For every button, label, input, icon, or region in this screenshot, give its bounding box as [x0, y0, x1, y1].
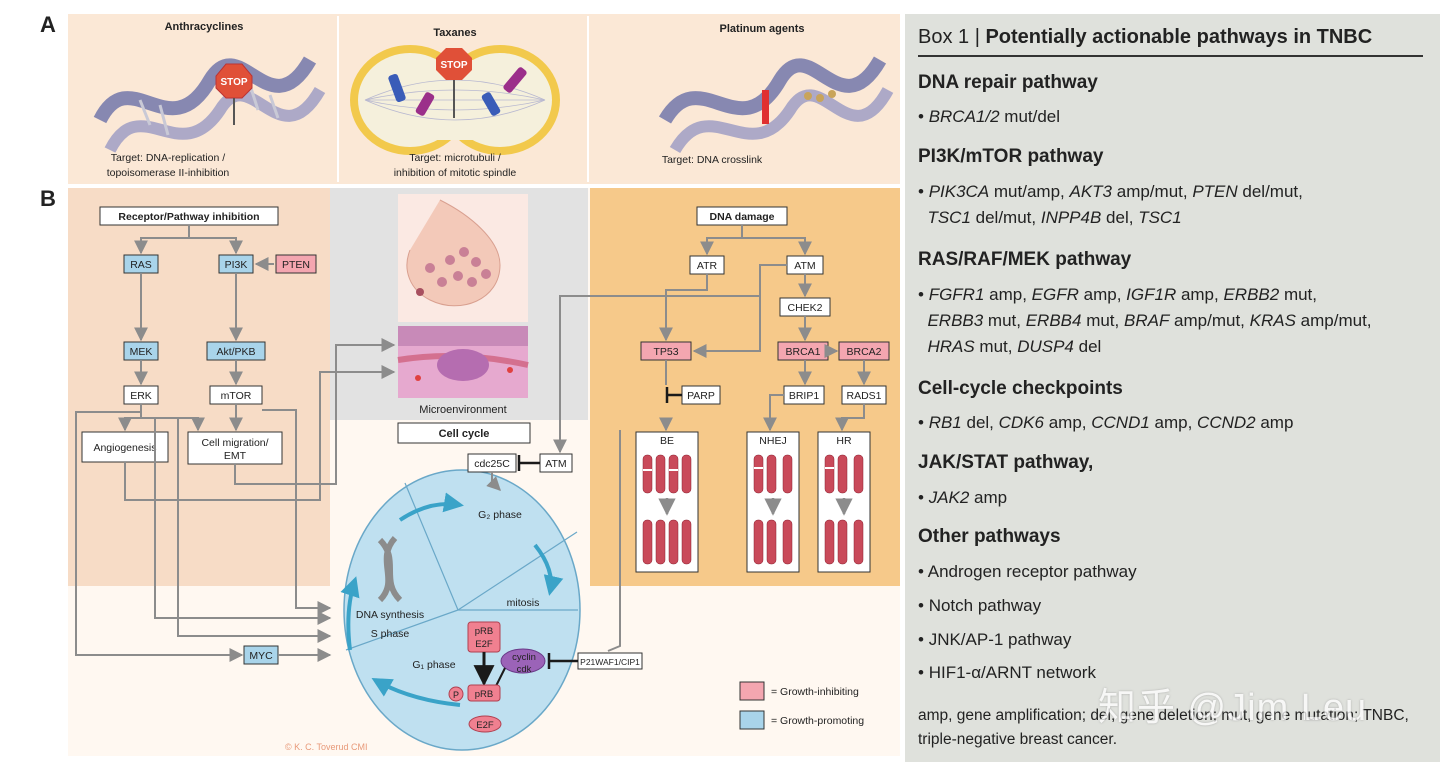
p-label: P — [453, 690, 459, 700]
prb2-label: pRB — [475, 689, 493, 700]
legend-inhibiting-swatch — [739, 681, 765, 701]
platinum-target: Target: DNA crosslink — [662, 154, 763, 166]
nhej-label: NHEJ — [759, 435, 786, 447]
pi3k-items: • PIK3CA mut/amp, AKT3 amp/mut, PTEN del… — [918, 182, 1303, 227]
right-pathway-arrows — [553, 225, 871, 652]
left-region — [68, 188, 330, 586]
phosphate-icon — [448, 686, 464, 702]
repair-mechanism-boxes: BE NHEJ HR — [635, 431, 871, 573]
legend-promoting-swatch — [739, 710, 765, 730]
brip1-label: BRIP1 — [789, 390, 820, 402]
p21-label: P21WAF1/CIP1 — [580, 657, 640, 667]
cdc25c-label: cdc25C — [474, 458, 510, 470]
figure-canvas: A Anthracyclines STOP Target: DNA-replic… — [40, 12, 900, 756]
copyright-label: © K. C. Toverud CMI — [285, 742, 368, 752]
cdk-label: cdk — [517, 664, 532, 675]
other-item: • JNK/AP-1 pathway — [918, 630, 1072, 649]
box1-footnote: amp, gene amplification; del, gene delet… — [918, 707, 1409, 748]
erk-label: ERK — [130, 390, 152, 402]
platinum-title: Platinum agents — [720, 23, 805, 35]
taxanes-illustration: Taxanes STOP Target: microtubuli / inhib… — [350, 27, 560, 179]
taxanes-title: Taxanes — [433, 27, 476, 39]
anthracyclines-target-line2: topoisomerase II-inhibition — [107, 167, 230, 179]
chek2-label: CHEK2 — [787, 302, 822, 314]
watermark: 知乎 @Jim Leu — [1098, 687, 1368, 729]
atr-label: ATR — [697, 260, 718, 272]
mek-label: MEK — [130, 346, 153, 358]
anthracyclines-title: Anthracyclines — [165, 21, 244, 33]
panel-b-letter: B — [40, 186, 56, 211]
dna-damage-label: DNA damage — [710, 211, 775, 223]
brca2-label: BRCA2 — [846, 346, 881, 358]
pi3k-label: PI3K — [225, 259, 248, 271]
pi3k-heading: PI3K/mTOR pathway — [918, 146, 1104, 167]
box1-title-bold: Potentially actionable pathways in TNBC — [985, 26, 1373, 48]
e2f-label: E2F — [475, 639, 493, 650]
tp53-label: TP53 — [653, 346, 678, 358]
ras-heading: RAS/RAF/MEK pathway — [918, 249, 1132, 270]
cell-cycle-diagram: G₂ phase mitosis DNA synthesis S phase G… — [340, 469, 581, 751]
taxanes-stop-sign-icon — [436, 48, 472, 80]
atm-inhibitor-label: ATM — [545, 458, 566, 470]
jak-heading: JAK/STAT pathway, — [918, 452, 1094, 473]
other-heading: Other pathways — [918, 526, 1061, 547]
rads1-label: RADS1 — [846, 390, 881, 402]
dna-repair-heading: DNA repair pathway — [918, 72, 1098, 93]
cellcycle-items: • RB1 del, CDK6 amp, CCND1 amp, CCND2 am… — [918, 413, 1294, 432]
taxanes-target-line2: inhibition of mitotic spindle — [394, 167, 517, 179]
legend-promoting-label: = Growth-promoting — [771, 715, 864, 727]
akt-label: Akt/PKB — [216, 346, 255, 358]
angiogenesis-label: Angiogenesis — [93, 442, 156, 454]
cell-cycle-box — [397, 422, 531, 444]
hr-label: HR — [836, 435, 852, 447]
breast-tissue-illustration: Microenvironment — [397, 194, 529, 416]
brca1-label: BRCA1 — [785, 346, 820, 358]
g1-phase-label: G₁ phase — [412, 659, 455, 671]
platinum-illustration: Platinum agents Target: DNA crosslink — [658, 23, 894, 166]
myc-label: MYC — [249, 650, 273, 662]
cellcycle-heading: Cell-cycle checkpoints — [918, 378, 1123, 399]
pten-node — [275, 254, 317, 274]
be-label: BE — [660, 435, 674, 447]
atm-label: ATM — [794, 260, 815, 272]
box1-title: Box 1 | Potentially actionable pathways … — [918, 26, 1423, 57]
cyclin-label: cyclin — [512, 652, 536, 663]
panel-a-letter: A — [40, 12, 56, 37]
e2f2-label: E2F — [476, 720, 494, 731]
receptor-pathway-label: Receptor/Pathway inhibition — [118, 211, 259, 223]
crosslink-mark — [762, 90, 769, 124]
box1-panel — [905, 14, 1440, 762]
migration-label-line1: Cell migration/ — [201, 437, 268, 449]
anthracyclines-target-line1: Target: DNA-replication / — [111, 152, 225, 164]
anthracyclines-stop-label: STOP — [220, 77, 247, 88]
other-item: • Notch pathway — [918, 596, 1042, 615]
mitosis-label: mitosis — [507, 597, 540, 609]
mtor-label: mTOR — [221, 390, 252, 402]
cell-cycle-label: Cell cycle — [439, 428, 490, 440]
prb-label: pRB — [475, 626, 493, 637]
parp-label: PARP — [687, 390, 715, 402]
stop-sign-icon — [215, 63, 253, 99]
ras-items: • FGFR1 amp, EGFR amp, IGF1R amp, ERBB2 … — [918, 285, 1372, 356]
legend-inhibiting-label: = Growth-inhibiting — [771, 686, 859, 698]
g2-phase-label: G₂ phase — [478, 509, 522, 521]
taxanes-stop-label: STOP — [440, 60, 467, 71]
anthracyclines-illustration: Anthracyclines STOP Target: DNA-replicat… — [93, 21, 326, 179]
dna-synthesis-label: DNA synthesis — [356, 609, 424, 621]
migration-label-line2: EMT — [224, 450, 247, 462]
left-pathway-arrows — [75, 225, 396, 662]
dna-repair-item: • BRCA1/2 mut/del — [918, 107, 1061, 126]
pten-label: PTEN — [282, 259, 310, 271]
cyclin-cdk-complex — [500, 648, 546, 674]
jak-items: • JAK2 amp — [918, 488, 1008, 507]
other-item: • HIF1-α/ARNT network — [918, 663, 1096, 682]
taxanes-target-line1: Target: microtubuli / — [409, 152, 501, 164]
other-item: • Androgen receptor pathway — [918, 562, 1137, 581]
ras-label: RAS — [130, 259, 152, 271]
microenvironment-label: Microenvironment — [419, 404, 506, 416]
legend: = Growth-inhibiting = Growth-promoting — [739, 681, 864, 730]
box1-title-prefix: Box 1 | — [918, 26, 986, 48]
s-phase-label: S phase — [371, 628, 410, 640]
migration-node — [187, 431, 283, 465]
